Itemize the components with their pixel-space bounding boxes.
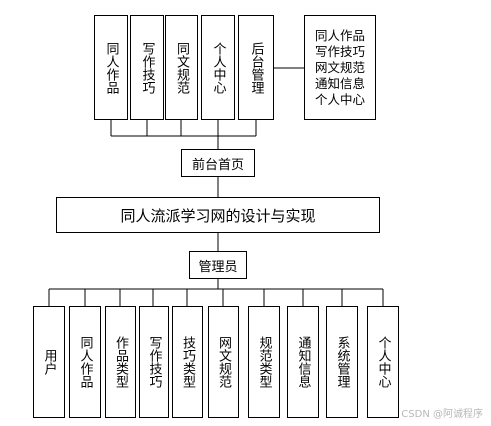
front-module-label: 写作技巧 — [139, 41, 155, 94]
admin-module-users: 用户 — [33, 306, 65, 418]
admin-box: 管理员 — [189, 251, 247, 279]
admin-module-writing-skills: 写作技巧 — [139, 306, 169, 418]
system-title-box: 同人流派学习网的设计与实现 — [56, 197, 380, 233]
watermark: CSDN @阿诚程序 — [401, 409, 483, 420]
admin-module-skill-types: 技巧类型 — [172, 306, 203, 418]
front-module-label: 同人作品 — [103, 41, 119, 94]
front-modules-note-box: 同人作品 写作技巧 网文规范 通知信息 个人中心 — [304, 15, 376, 120]
front-module-label: 个人中心 — [210, 41, 226, 94]
admin-module-label: 网文规范 — [216, 336, 231, 388]
front-module-writing-skills: 写作技巧 — [130, 15, 164, 120]
admin-module-label: 同人作品 — [77, 336, 93, 388]
note-line: 网文规范 — [314, 59, 365, 75]
admin-module-label: 用户 — [41, 349, 57, 375]
front-home-box: 前台首页 — [181, 149, 255, 177]
admin-module-label: 通知信息 — [295, 336, 311, 388]
admin-module-personal-center: 个人中心 — [367, 306, 399, 418]
front-module-backend-management: 后台管理 — [238, 15, 274, 120]
admin-module-work-types: 作品类型 — [105, 306, 136, 418]
admin-module-system-management: 系统管理 — [326, 306, 358, 418]
front-module-label: 同文规范 — [174, 41, 189, 94]
note-line: 个人中心 — [314, 91, 365, 107]
system-title: 同人流派学习网的设计与实现 — [120, 206, 316, 225]
front-modules-note-text: 同人作品 写作技巧 网文规范 通知信息 个人中心 — [305, 16, 375, 119]
admin-module-notifications: 通知信息 — [287, 306, 319, 418]
admin-module-tongren-works: 同人作品 — [69, 306, 101, 418]
front-module-personal-center: 个人中心 — [201, 15, 235, 120]
front-module-writing-norms: 同文规范 — [165, 15, 198, 120]
admin-module-label: 作品类型 — [113, 336, 128, 388]
front-module-tongren-works: 同人作品 — [94, 15, 128, 120]
note-line: 通知信息 — [314, 75, 365, 91]
admin-module-web-norms: 网文规范 — [208, 306, 239, 418]
admin-module-label: 写作技巧 — [146, 336, 162, 388]
front-module-label: 后台管理 — [248, 41, 264, 94]
note-line: 写作技巧 — [314, 43, 365, 59]
admin-module-norm-types: 规范类型 — [248, 306, 280, 418]
admin-label: 管理员 — [198, 259, 238, 275]
admin-module-label: 技巧类型 — [180, 336, 195, 388]
front-home-label: 前台首页 — [191, 157, 244, 173]
note-line: 同人作品 — [314, 27, 365, 43]
admin-module-label: 规范类型 — [256, 336, 272, 388]
admin-module-label: 个人中心 — [375, 336, 391, 388]
admin-module-label: 系统管理 — [334, 336, 350, 388]
